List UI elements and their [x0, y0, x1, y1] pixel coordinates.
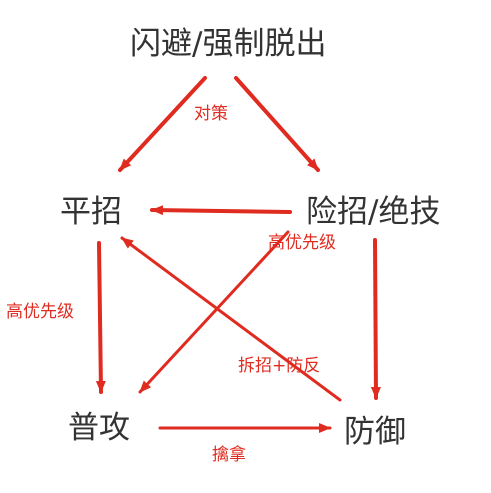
- node-risky-ultimate: 险招/绝技: [306, 194, 441, 230]
- arrow-left-to-bottomleft: [95, 241, 106, 394]
- label-break-defense: 拆招+防反: [238, 356, 321, 376]
- label-high-priority-left: 高优先级: [6, 302, 74, 322]
- arrow-top-to-left: [118, 76, 207, 172]
- arrow-right-to-bottomleft: [138, 230, 290, 394]
- node-normal-move: 平招: [60, 194, 122, 230]
- node-basic-attack: 普攻: [68, 410, 130, 446]
- label-high-priority-right: 高优先级: [268, 233, 336, 253]
- arrow-bottomright-to-left: [120, 236, 342, 402]
- arrow-top-to-right: [234, 76, 320, 172]
- arrow-right-to-left: [150, 205, 292, 216]
- node-defense: 防御: [344, 414, 406, 450]
- label-counter: 对策: [194, 104, 228, 124]
- label-grab: 擒拿: [212, 445, 246, 465]
- arrow-right-to-bottomright: [370, 238, 381, 400]
- node-dodge-escape: 闪避/强制脱出: [130, 26, 327, 62]
